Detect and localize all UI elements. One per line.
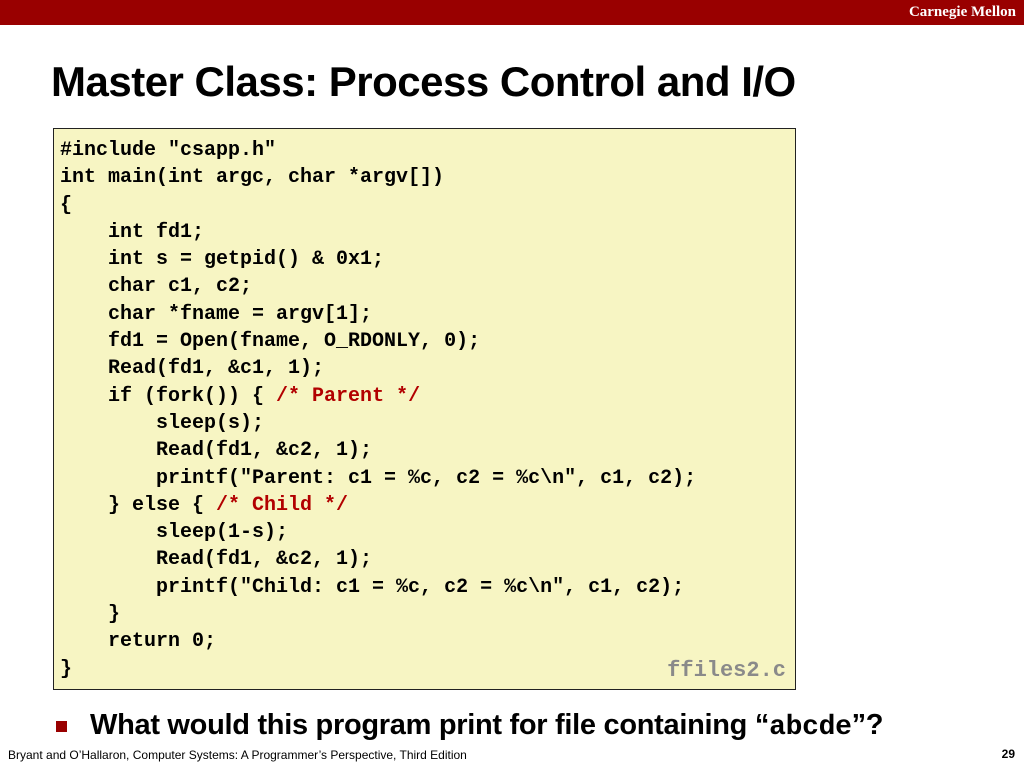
code-text: int fd1; [60,220,205,244]
code-comment: /* Parent */ [276,384,421,408]
question-text-before: What would this program print for file c… [90,709,770,741]
code-box: #include "csapp.h" int main(int argc, ch… [53,128,796,690]
code-comment: /* Child */ [216,493,349,517]
code-text: { [60,193,73,217]
code-text: Read(fd1, &c2, 1); [60,439,373,463]
code-text: fd1 = Open(fname, O_RDONLY, 0); [60,330,481,354]
code-line: int main(int argc, char *argv[]) [60,166,444,189]
code-text: return 0; [60,630,217,654]
square-bullet-icon [56,720,67,732]
page-number: 29 [1001,747,1015,761]
code-text: char *fname = argv[1]; [60,302,373,326]
slide-title: Master Class: Process Control and I/O [51,58,796,105]
code-line: Read(fd1, &c2, 1); [60,439,372,462]
code-text: printf("Child: c1 = %c, c2 = %c\n", c1, … [60,575,685,599]
code-line: int fd1; [60,221,204,244]
code-line: Read(fd1, &c1, 1); [60,357,324,380]
code-block: #include "csapp.h" int main(int argc, ch… [60,137,696,683]
code-text: int main(int argc, char *argv[]) [60,166,445,190]
code-text: Read(fd1, &c1, 1); [60,357,325,381]
code-line: sleep(s); [60,412,264,435]
code-line: printf("Parent: c1 = %c, c2 = %c\n", c1,… [60,467,696,490]
question-text: What would this program print for file c… [90,709,883,743]
code-text: Read(fd1, &c2, 1); [60,548,373,572]
question-code: abcde [769,712,852,743]
code-line: #include "csapp.h" [60,139,276,162]
code-line: } else { /* Child */ [60,494,348,517]
code-line: fd1 = Open(fname, O_RDONLY, 0); [60,330,480,353]
code-line: char c1, c2; [60,275,252,298]
code-text: printf("Parent: c1 = %c, c2 = %c\n", c1,… [60,466,697,490]
code-text: char c1, c2; [60,275,253,299]
header-bar: Carnegie Mellon [0,0,1024,25]
footer-citation: Bryant and O’Hallaron, Computer Systems:… [8,748,467,762]
code-line: char *fname = argv[1]; [60,303,372,326]
code-line: int s = getpid() & 0x1; [60,248,384,271]
brand-label: Carnegie Mellon [908,4,1016,20]
code-line: return 0; [60,630,216,653]
code-text: sleep(s); [60,411,265,435]
code-line: } [60,603,120,626]
code-line: if (fork()) { /* Parent */ [60,385,420,408]
code-filename: ffiles2.c [667,658,786,683]
code-text: int s = getpid() & 0x1; [60,248,385,272]
code-text: #include "csapp.h" [60,139,277,162]
code-line: { [60,194,72,217]
question-text-after: ”? [851,709,884,741]
code-line: Read(fd1, &c2, 1); [60,548,372,571]
code-text: if (fork()) { [60,384,277,408]
code-line: printf("Child: c1 = %c, c2 = %c\n", c1, … [60,576,684,599]
code-text: } [60,603,121,627]
code-text: } [60,657,73,681]
code-text: } else { [60,493,217,517]
code-line: sleep(1-s); [60,521,288,544]
code-line: } [60,658,72,681]
code-text: sleep(1-s); [60,521,289,545]
question-bullet: What would this program print for file c… [56,706,883,746]
